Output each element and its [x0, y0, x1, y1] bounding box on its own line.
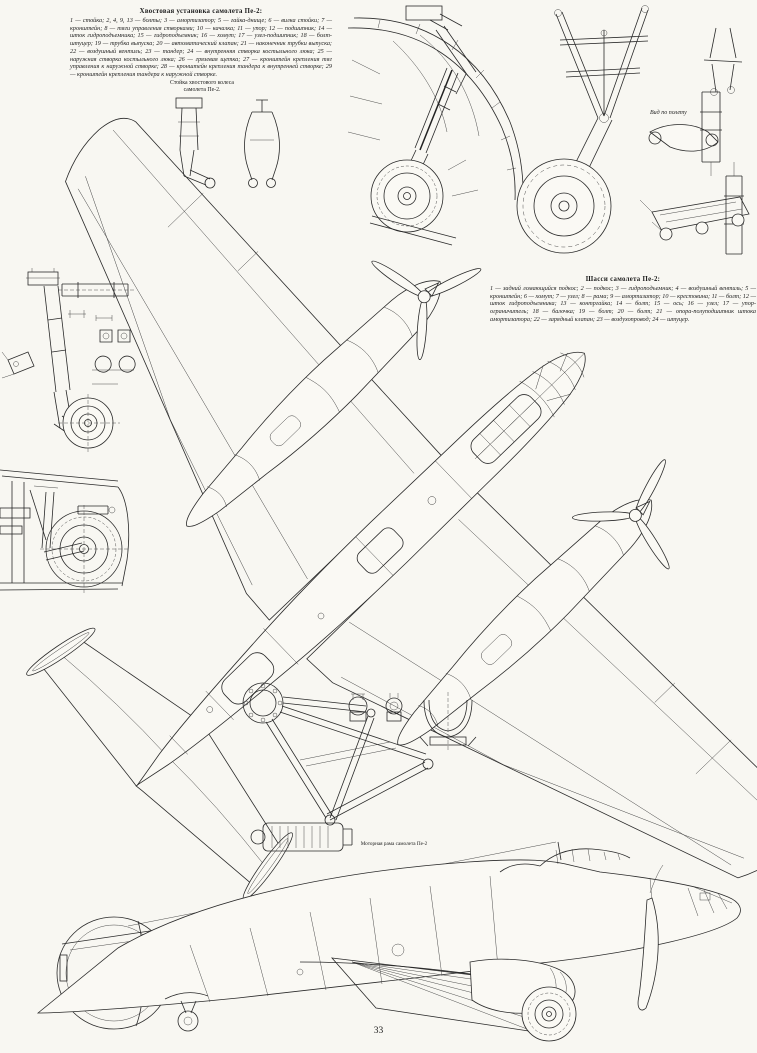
left-strut-assembly-drawing	[1, 268, 136, 452]
engine-mount-truss-drawing	[242, 682, 477, 852]
page-number: 33	[373, 1026, 384, 1036]
tail-section-title: Хвостовая установка самолета Пе-2:	[139, 8, 263, 15]
view-direction-label: Вид по полету	[650, 110, 687, 116]
chassis-section-legend: 1 — задний ломающийся подкос; 2 — подкос…	[490, 285, 756, 323]
tail-strut-caption: Стойка хвостового колеса самолета Пе-2.	[170, 80, 234, 93]
tail-section-text-block: Хвостовая установка самолета Пе-2: 1 — с…	[70, 8, 332, 79]
pe2-side-view-drawing	[36, 841, 741, 1042]
engine-mount-caption: Моторная рама самолета Пе-2	[360, 841, 428, 847]
tail-strut-sketches	[175, 97, 280, 189]
main-landing-gear-drawing	[516, 5, 750, 255]
chassis-section-title: Шасси самолета Пе-2:	[585, 276, 661, 283]
chassis-section-text-block: Шасси самолета Пе-2: 1 — задний ломающий…	[490, 276, 756, 324]
gear-bay-cutaway-drawing	[0, 469, 130, 595]
tail-section-legend: 1 — стойка; 2, 4, 9, 13 — болты; 3 — амо…	[70, 17, 332, 78]
tail-wheel-installation-drawing	[347, 5, 524, 246]
